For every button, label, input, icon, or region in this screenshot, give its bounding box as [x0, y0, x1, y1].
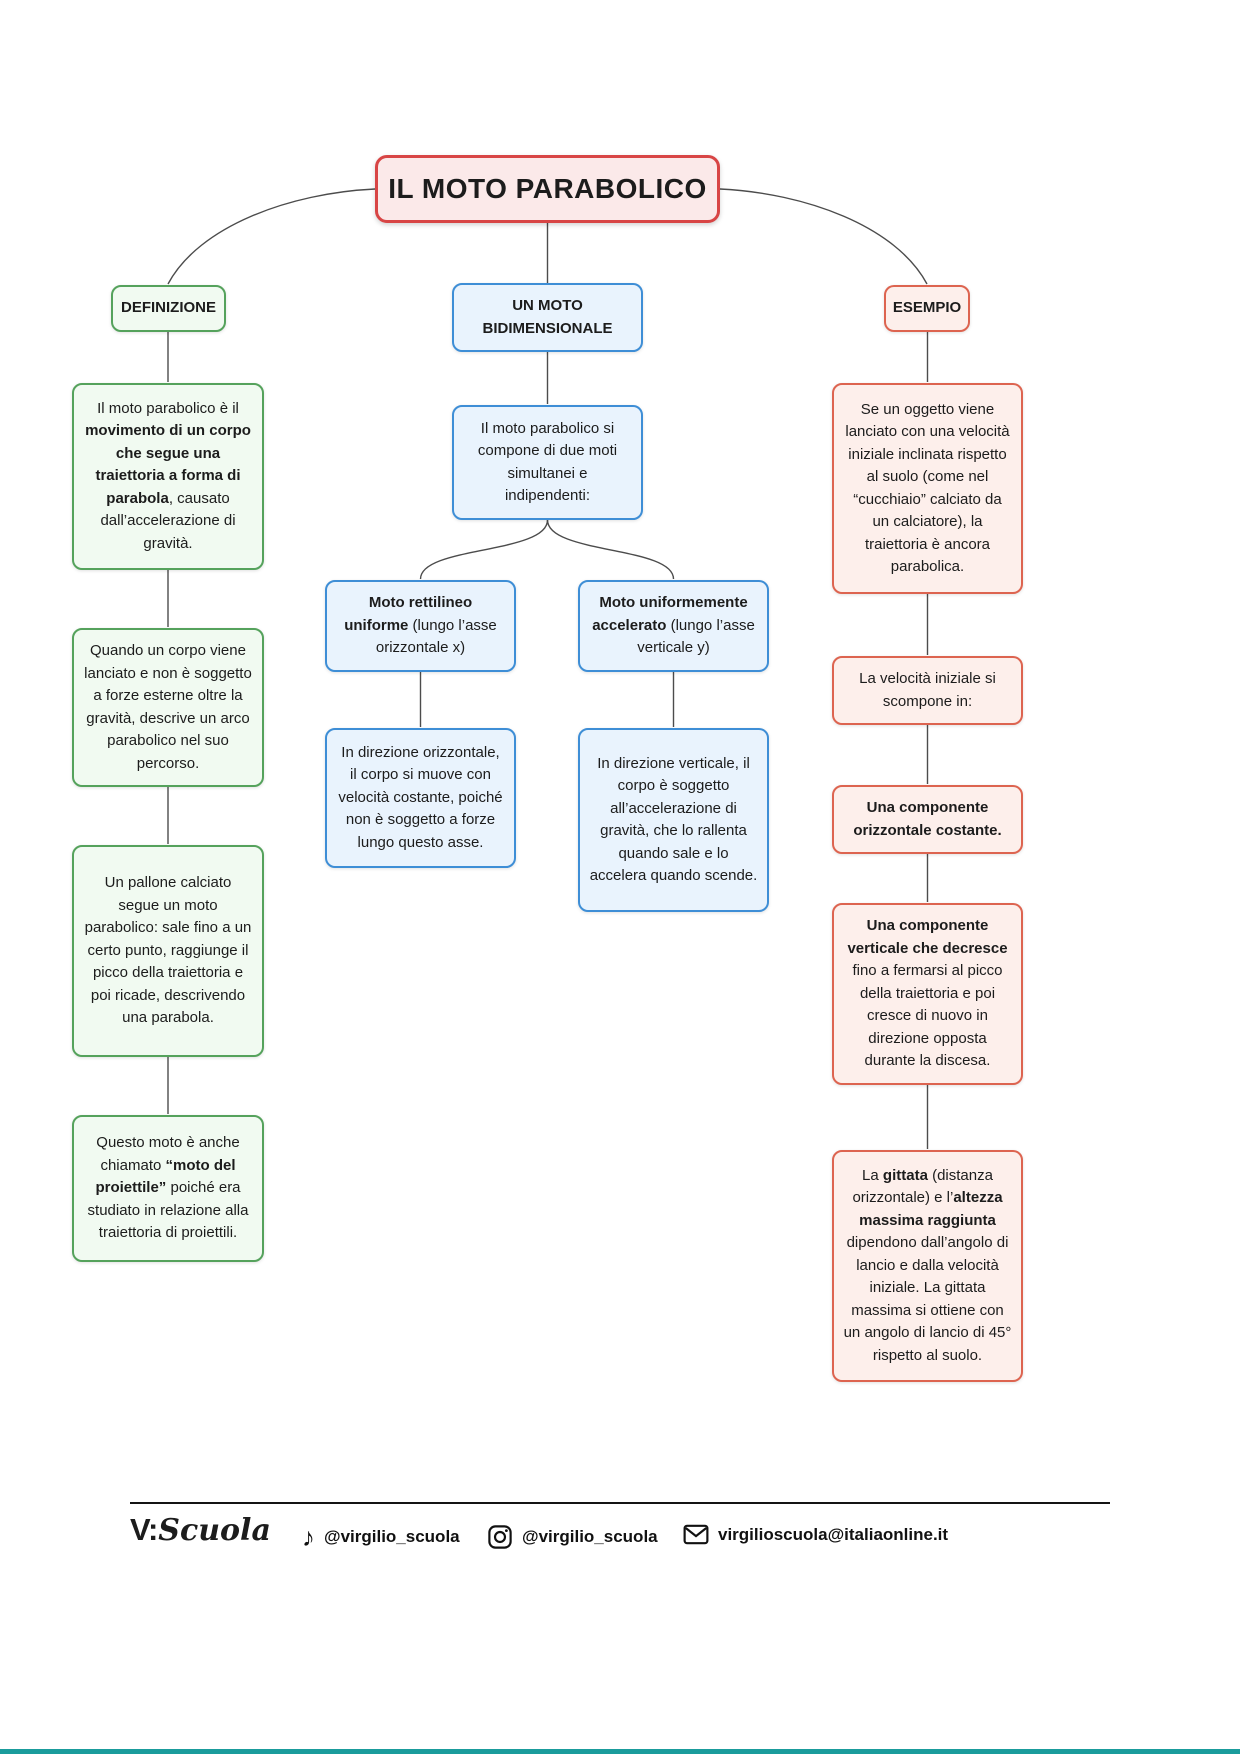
- vscuola-logo-prefix: V:: [130, 1512, 158, 1547]
- esempio-box-4: Una componente verticale che decresce fi…: [832, 903, 1023, 1085]
- box-text: In direzione orizzontale, il corpo si mu…: [338, 743, 503, 851]
- box-text: Il moto parabolico è il movimento di un …: [85, 399, 251, 552]
- email-address: virgilioscuola@italiaonline.it: [718, 1524, 949, 1544]
- direzione-verticale-box: In direzione verticale, il corpo è sogge…: [578, 728, 769, 912]
- box-text: La gittata (distanza orizzontale) e l’al…: [843, 1166, 1012, 1364]
- tiktok-social: ♪ @virgilio_scuola: [302, 1524, 460, 1550]
- definizione-header: DEFINIZIONE: [111, 285, 226, 332]
- instagram-icon: [488, 1525, 512, 1549]
- connector-branch-y: [546, 519, 675, 580]
- vscuola-logo-name: Scuola: [158, 1513, 271, 1548]
- definizione-box-4: Questo moto è anche chiamato “moto del p…: [72, 1115, 264, 1262]
- connector-title-esempio: [719, 188, 928, 285]
- email-social: virgilioscuola@italiaonline.it: [683, 1524, 948, 1545]
- box-text: Questo moto è anche chiamato “moto del p…: [87, 1134, 249, 1242]
- box-text: Una componente verticale che decresce fi…: [847, 917, 1008, 1069]
- title-box: IL MOTO PARABOLICO: [375, 155, 720, 223]
- definizione-box-1: Il moto parabolico è il movimento di un …: [72, 383, 264, 570]
- box-text: Moto rettilineo uniforme (lungo l’asse o…: [344, 594, 497, 656]
- instagram-handle: @virgilio_scuola: [522, 1527, 658, 1546]
- map-title: IL MOTO PARABOLICO: [388, 173, 707, 204]
- box-text: La velocità iniziale si scompone in:: [859, 670, 996, 710]
- bottom-accent-bar: [0, 1749, 1240, 1754]
- bidimensionale-intro-box: Il moto parabolico si compone di due mot…: [452, 405, 643, 520]
- box-text: Quando un corpo viene lanciato e non è s…: [84, 642, 252, 772]
- esempio-box-3: Una componente orizzontale costante.: [832, 785, 1023, 854]
- esempio-box-2: La velocità iniziale si scompone in:: [832, 656, 1023, 725]
- connector-branch-x: [419, 519, 549, 580]
- bidimensionale-header: UN MOTO BIDIMENSIONALE: [452, 283, 643, 352]
- esempio-box-1: Se un oggetto viene lanciato con una vel…: [832, 383, 1023, 594]
- email-icon: [683, 1524, 709, 1545]
- direzione-orizzontale-box: In direzione orizzontale, il corpo si mu…: [325, 728, 516, 868]
- moto-accelerato-box: Moto uniformemente accelerato (lungo l’a…: [578, 580, 769, 672]
- definizione-header-label: DEFINIZIONE: [121, 299, 217, 316]
- definizione-box-3: Un pallone calciato segue un moto parabo…: [72, 845, 264, 1057]
- definizione-box-2: Quando un corpo viene lanciato e non è s…: [72, 628, 264, 787]
- box-text: Se un oggetto viene lanciato con una vel…: [845, 400, 1010, 576]
- esempio-header-label: ESEMPIO: [892, 299, 962, 316]
- esempio-box-5: La gittata (distanza orizzontale) e l’al…: [832, 1150, 1023, 1382]
- esempio-header: ESEMPIO: [884, 285, 970, 332]
- instagram-social: @virgilio_scuola: [487, 1524, 658, 1550]
- box-text: Una componente orizzontale costante.: [853, 799, 1002, 839]
- box-text: Un pallone calciato segue un moto parabo…: [84, 874, 252, 1027]
- box-text: In direzione verticale, il corpo è sogge…: [589, 754, 758, 885]
- connector-title-definizione: [167, 188, 376, 285]
- footer-divider: [130, 1502, 1110, 1504]
- box-text: Il moto parabolico si compone di due mot…: [477, 419, 618, 505]
- vscuola-logo: V: Scuola: [130, 1512, 271, 1548]
- bidimensionale-header-label: UN MOTO BIDIMENSIONALE: [482, 297, 613, 337]
- box-text: Moto uniformemente accelerato (lungo l’a…: [592, 594, 755, 656]
- tiktok-icon: ♪: [302, 1522, 315, 1552]
- tiktok-handle: @virgilio_scuola: [324, 1527, 460, 1546]
- moto-rettilineo-box: Moto rettilineo uniforme (lungo l’asse o…: [325, 580, 516, 672]
